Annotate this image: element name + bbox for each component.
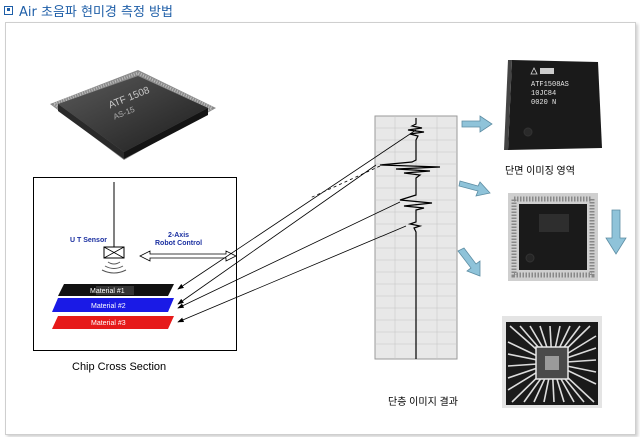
robot-control-label: 2-Axis Robot Control: [155, 232, 202, 248]
tomography-result-caption: 단층 이미지 결과: [388, 397, 458, 408]
chip-marking-2: 10JC84: [531, 90, 556, 98]
robot-control-label-line2: Robot Control: [155, 240, 203, 247]
ut-sensor-icon: [103, 246, 125, 259]
chip-plcc-photo: [508, 193, 598, 281]
layer-material-2: [52, 298, 174, 312]
chip-package-photo: ATF 1508 AS-15: [50, 70, 216, 160]
layer-material-3: [52, 316, 174, 329]
ultrasonic-wave-icon: [101, 261, 127, 274]
blue-arrow-down: [605, 209, 627, 255]
connector-line-3: [177, 201, 401, 309]
page-heading: Air 초음파 현미경 측정 방법: [4, 1, 173, 20]
blue-arrow-1: [461, 115, 493, 133]
connector-line-4: [177, 225, 407, 323]
robot-control-label-line1: 2-Axis: [168, 232, 190, 239]
scan-result-image: [502, 316, 602, 408]
layer-label-2: Material #2: [91, 303, 126, 310]
blue-arrow-3: [457, 247, 481, 277]
blue-arrow-2: [458, 180, 491, 197]
layer-label-1: Material #1: [90, 288, 125, 295]
connector-line-1: [177, 129, 417, 290]
chip-top-view-photo: ATF1508AS 10JC84 0020 N: [496, 54, 604, 164]
section-imaging-caption: 단면 이미징 영역: [505, 166, 575, 177]
chip-marking-1: ATF1508AS: [531, 81, 569, 89]
bullet-square-icon: [4, 5, 13, 15]
robot-control-arrow: [139, 250, 237, 262]
chip-marking-3: 0020 N: [531, 99, 556, 107]
connector-line-2: [177, 164, 377, 305]
ut-sensor-label: U T Sensor: [70, 237, 107, 244]
waveform-image: [374, 115, 458, 360]
page-heading-text: Air 초음파 현미경 측정 방법: [19, 4, 173, 20]
layer-material-1: [58, 284, 174, 296]
layer-label-3: Material #3: [91, 320, 126, 327]
chip-cross-section-caption: Chip Cross Section: [72, 361, 167, 373]
